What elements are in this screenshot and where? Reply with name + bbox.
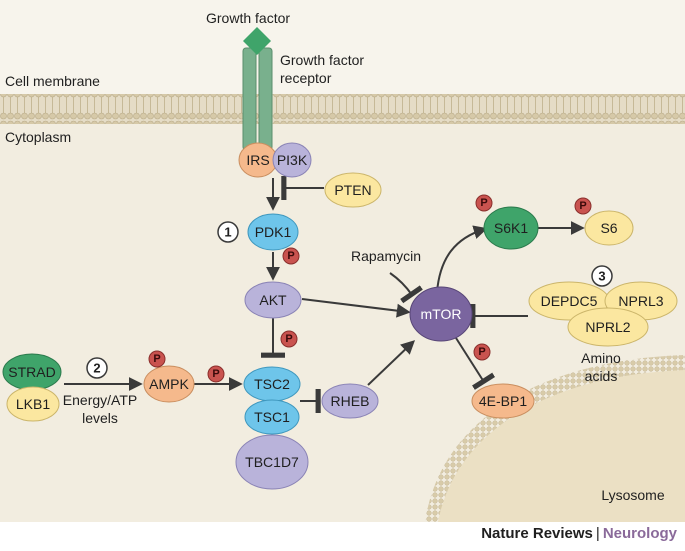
pi3k-node: PI3K — [272, 142, 312, 178]
svg-text:2: 2 — [93, 361, 100, 376]
step-3-marker: 3 — [591, 265, 613, 287]
tsc2-node: TSC2 — [243, 366, 301, 402]
svg-text:PTEN: PTEN — [334, 182, 371, 198]
svg-text:STRAD: STRAD — [8, 364, 55, 380]
lysosome-label: Lysosome — [601, 487, 665, 503]
svg-text:P: P — [285, 333, 292, 345]
pdk1-node: PDK1 — [247, 213, 299, 251]
inhibit-mtor-4ebp1 — [455, 337, 496, 390]
energy-label-line2: levels — [82, 410, 118, 426]
svg-text:S6: S6 — [600, 220, 617, 236]
phospho-akt: P — [280, 330, 298, 348]
svg-text:P: P — [579, 200, 586, 212]
journal-section: Neurology — [602, 525, 677, 542]
lysosome — [438, 370, 685, 522]
irs-node: IRS — [238, 142, 278, 178]
nprl2-node: NPRL2 — [567, 307, 649, 347]
arrow-rheb-mtor — [367, 340, 416, 386]
akt-node: AKT — [244, 281, 302, 319]
svg-text:TBC1D7: TBC1D7 — [245, 454, 299, 470]
phospho-tsc2: P — [207, 365, 225, 383]
growth-factor-ligand — [243, 27, 271, 55]
ampk-node: AMPK — [143, 365, 195, 403]
svg-text:DEPDC5: DEPDC5 — [541, 293, 598, 309]
svg-text:PI3K: PI3K — [277, 152, 308, 168]
tsc1-node: TSC1 — [244, 399, 300, 435]
tbc1d7-node: TBC1D7 — [235, 434, 309, 490]
svg-text:mTOR: mTOR — [421, 306, 462, 322]
step-1-marker: 1 — [217, 221, 239, 243]
step-2-marker: 2 — [86, 357, 108, 379]
lkb1-node: LKB1 — [6, 386, 60, 422]
svg-text:P: P — [478, 346, 485, 358]
cytoplasm-label: Cytoplasm — [5, 129, 71, 145]
energy-label-line1: Energy/ATP — [63, 392, 137, 408]
svg-text:NPRL3: NPRL3 — [618, 293, 663, 309]
svg-text:1: 1 — [224, 225, 231, 240]
membrane-lipids — [0, 94, 685, 124]
svg-text:P: P — [480, 197, 487, 209]
svg-text:AMPK: AMPK — [149, 376, 189, 392]
extracellular-space — [0, 0, 685, 94]
strad-node: STRAD — [2, 353, 62, 391]
pten-node: PTEN — [324, 172, 382, 208]
svg-text:TSC1: TSC1 — [254, 409, 290, 425]
journal-name: Nature Reviews — [481, 525, 593, 542]
growth-factor-label: Growth factor — [206, 10, 290, 26]
svg-text:PDK1: PDK1 — [255, 224, 292, 240]
receptor-label-line1: Growth factor — [280, 52, 364, 68]
svg-text:AKT: AKT — [259, 292, 287, 308]
svg-text:TSC2: TSC2 — [254, 376, 290, 392]
s6-node: S6 — [584, 210, 634, 246]
cell-membrane-label: Cell membrane — [5, 73, 100, 89]
svg-text:4E-BP1: 4E-BP1 — [479, 393, 527, 409]
svg-text:S6K1: S6K1 — [494, 220, 528, 236]
rapamycin-label: Rapamycin — [351, 248, 421, 264]
phospho-ampk: P — [148, 350, 166, 368]
growth-factor-receptor — [242, 47, 273, 151]
svg-text:P: P — [153, 353, 160, 365]
phospho-s6k1: P — [475, 194, 493, 212]
svg-text:LKB1: LKB1 — [16, 396, 50, 412]
arrow-mtor-s6k1 — [436, 225, 488, 293]
amino-acids-label-line1: Amino — [581, 350, 621, 366]
footer-text: Nature Reviews|Neurology — [481, 525, 677, 542]
svg-text:IRS: IRS — [246, 152, 269, 168]
svg-text:3: 3 — [598, 269, 605, 284]
phospho-pdk1: P — [282, 247, 300, 265]
receptor-label-line2: receptor — [280, 70, 332, 86]
4ebp1-node: 4E-BP1 — [471, 383, 535, 419]
phospho-s6: P — [574, 197, 592, 215]
amino-acids-label-line2: acids — [585, 368, 618, 384]
footer-credit: Nature Reviews|Neurology — [0, 522, 685, 546]
s6k1-node: S6K1 — [483, 206, 539, 250]
rheb-node: RHEB — [321, 383, 379, 419]
svg-text:RHEB: RHEB — [331, 393, 370, 409]
svg-text:P: P — [212, 368, 219, 380]
phospho-4ebp1: P — [473, 343, 491, 361]
svg-text:NPRL2: NPRL2 — [585, 319, 630, 335]
arrow-akt-mtor — [301, 298, 411, 318]
footer-separator: | — [595, 525, 600, 542]
mtor-node: mTOR — [409, 286, 473, 342]
svg-text:P: P — [287, 250, 294, 262]
inhibit-rapamycin-mtor — [389, 272, 423, 304]
